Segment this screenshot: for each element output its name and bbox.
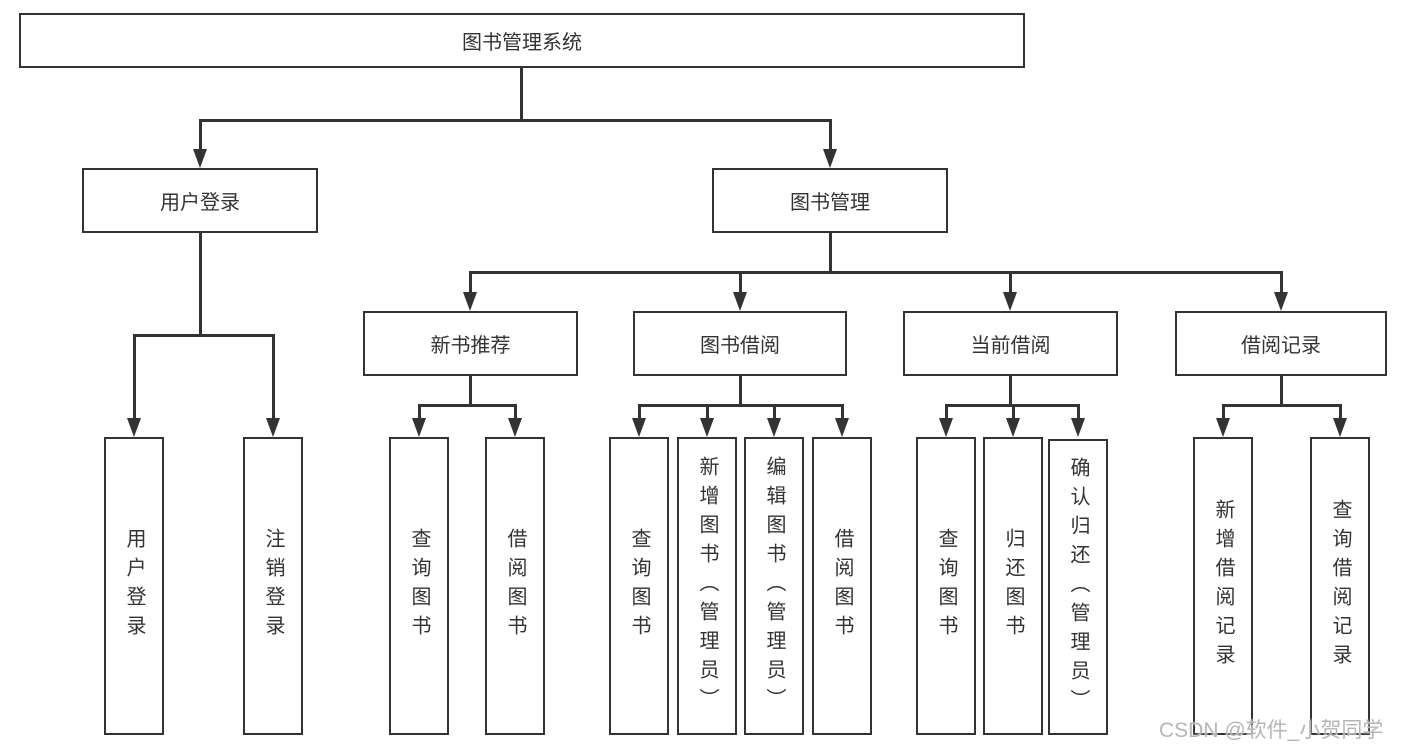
connector-line <box>738 376 742 406</box>
connector-line <box>944 404 948 420</box>
connector-line <box>840 404 844 420</box>
connector-line <box>637 404 641 420</box>
connector-line <box>520 68 523 122</box>
node-book-management: 图书管理 <box>712 168 948 233</box>
connector-line <box>738 271 742 295</box>
connector-line <box>468 376 472 406</box>
connector-line <box>198 119 832 122</box>
arrow-down-icon <box>767 418 781 437</box>
arrow-down-icon <box>823 149 837 168</box>
leaf-borrow-borrow-book: 借阅图书 <box>812 437 872 735</box>
leaf-rec-query-book: 查询图书 <box>389 437 449 735</box>
connector-line <box>513 404 517 420</box>
connector-line <box>132 334 136 420</box>
connector-line <box>132 334 275 337</box>
connector-line <box>468 271 472 295</box>
leaf-user-login: 用户登录 <box>104 437 164 735</box>
connector-line <box>271 334 275 420</box>
leaf-borrow-add-book-admin: 新增图书（管理员） <box>677 437 737 735</box>
arrow-down-icon <box>127 418 141 437</box>
arrow-down-icon <box>733 292 747 311</box>
arrow-down-icon <box>412 418 426 437</box>
leaf-records-add-record: 新增借阅记录 <box>1193 437 1253 735</box>
connector-line <box>417 404 421 420</box>
connector-line <box>1279 376 1283 406</box>
node-current-borrowing: 当前借阅 <box>903 311 1118 376</box>
leaf-borrow-edit-book-admin: 编辑图书（管理员） <box>744 437 804 735</box>
arrow-down-icon <box>939 418 953 437</box>
connector-line <box>417 404 517 407</box>
arrow-down-icon <box>508 418 522 437</box>
arrow-down-icon <box>700 418 714 437</box>
arrow-down-icon <box>1071 418 1085 437</box>
node-borrowing-records: 借阅记录 <box>1175 311 1387 376</box>
node-user-login: 用户登录 <box>82 168 318 233</box>
leaf-current-return-book: 归还图书 <box>983 437 1043 735</box>
arrow-down-icon <box>1006 418 1020 437</box>
connector-line <box>1221 404 1225 420</box>
arrow-down-icon <box>1333 418 1347 437</box>
leaf-current-confirm-return-admin: 确认归还（管理员） <box>1048 439 1108 735</box>
arrow-down-icon <box>1216 418 1230 437</box>
connector-line <box>1011 404 1015 420</box>
connector-line <box>637 404 844 407</box>
connector-line <box>1076 404 1080 420</box>
connector-line <box>1008 271 1012 295</box>
leaf-rec-borrow-book: 借阅图书 <box>485 437 545 735</box>
arrow-down-icon <box>835 418 849 437</box>
connector-line <box>198 233 202 336</box>
connector-line <box>828 233 832 273</box>
arrow-down-icon <box>632 418 646 437</box>
connector-line <box>468 271 1283 274</box>
node-library-system: 图书管理系统 <box>19 13 1025 68</box>
connector-line <box>1279 271 1283 295</box>
arrow-down-icon <box>266 418 280 437</box>
node-new-book-recommend: 新书推荐 <box>363 311 578 376</box>
connector-line <box>772 404 776 420</box>
leaf-current-query-book: 查询图书 <box>916 437 976 735</box>
watermark-text: CSDN @软件_小贺同学 <box>1159 719 1384 742</box>
node-book-borrowing: 图书借阅 <box>633 311 847 376</box>
connector-line <box>1008 376 1012 406</box>
arrow-down-icon <box>1003 292 1017 311</box>
leaf-logout: 注销登录 <box>243 437 303 735</box>
connector-line <box>705 404 709 420</box>
leaf-borrow-query-book: 查询图书 <box>609 437 669 735</box>
arrow-down-icon <box>1274 292 1288 311</box>
connector-line <box>828 119 832 152</box>
leaf-records-query-record: 查询借阅记录 <box>1310 437 1370 735</box>
arrow-down-icon <box>463 292 477 311</box>
connector-line <box>1221 404 1342 407</box>
connector-line <box>198 119 202 152</box>
arrow-down-icon <box>193 149 207 168</box>
connector-line <box>1338 404 1342 420</box>
